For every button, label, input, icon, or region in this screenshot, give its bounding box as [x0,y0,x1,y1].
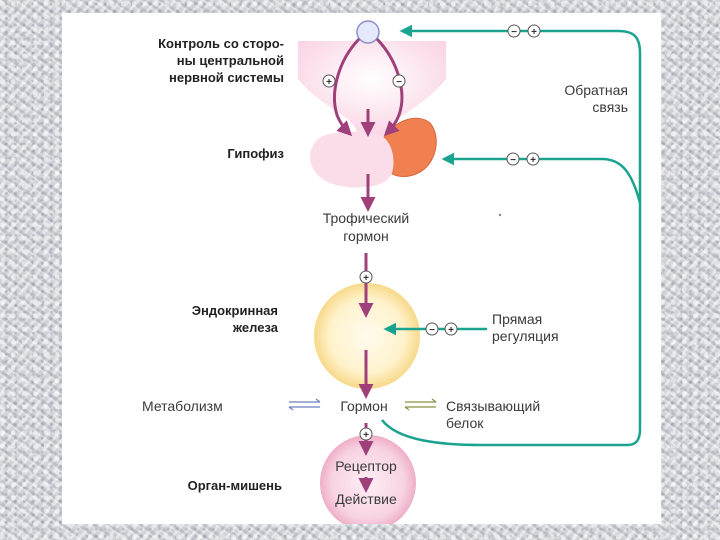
svg-text:+: + [448,325,454,336]
cns-right-sign: − [392,74,406,88]
svg-text:+: + [531,27,537,38]
cns-neuron-circle [356,20,380,44]
cns-label: Контроль со сторо- ны центральной нервно… [158,36,284,85]
svg-text:Контроль со сторо-: Контроль со сторо- [158,36,284,51]
receptor-label: Рецептор [335,458,397,474]
slide: − + − + − + + − + + Контроль со сторо- н… [62,13,661,524]
feedback-pituitary-signs: − + [506,152,540,166]
hormone-label: Гормон [340,398,387,414]
svg-text:Трофический: Трофический [323,210,410,226]
binding-protein-label: Связывающий белок [446,398,540,431]
svg-text:−: − [510,155,516,166]
svg-text:Прямая: Прямая [492,311,542,327]
feedback-label: Обратная связь [564,82,628,115]
pituitary-anterior-lobe [310,131,394,188]
svg-text:железа: железа [232,320,279,335]
svg-text:нервной системы: нервной системы [169,70,284,85]
svg-text:ны центральной: ны центральной [177,53,284,68]
svg-text:Связывающий: Связывающий [446,398,540,414]
svg-text:−: − [429,325,435,336]
action-label: Действие [335,491,397,507]
speck [498,213,502,217]
svg-text:+: + [363,273,369,284]
target-organ-circle [320,435,416,524]
metabolism-label: Метаболизм [142,398,223,414]
svg-text:Обратная: Обратная [564,82,628,98]
metabolism-equilibrium-arrows [288,398,321,411]
svg-text:−: − [511,27,517,38]
endocrine-regulation-diagram: − + − + − + + − + + Контроль со сторо- н… [142,20,642,524]
tropic-stem-sign: + [359,270,373,284]
svg-text:+: + [326,77,332,88]
cns-region [298,41,446,137]
endocrine-gland-circle [314,283,420,389]
pituitary-label: Гипофиз [227,146,284,161]
svg-text:−: − [396,77,402,88]
svg-text:+: + [530,155,536,166]
cns-left-sign: + [322,74,336,88]
hormone-stem-sign: + [359,427,373,441]
svg-text:белок: белок [446,415,484,431]
svg-text:связь: связь [592,99,628,115]
endocrine-gland-label: Эндокринная железа [192,303,279,335]
target-organ-label: Орган-мишень [188,478,282,493]
svg-text:регуляция: регуляция [492,328,559,344]
svg-text:Эндокринная: Эндокринная [192,303,278,318]
feedback-top-signs: − + [507,24,541,38]
direct-regulation-signs: − + [425,322,458,336]
binding-protein-equilibrium-arrows [404,398,437,411]
svg-text:+: + [363,430,369,441]
cns-right-arrow [375,37,404,137]
feedback-pituitary-line [441,152,642,204]
tropic-hormone-label: Трофический гормон [323,210,410,244]
svg-text:гормон: гормон [343,228,389,244]
cns-left-arrow [333,37,361,137]
direct-regulation-label: Прямая регуляция [492,311,559,344]
feedback-main-line [381,24,642,447]
